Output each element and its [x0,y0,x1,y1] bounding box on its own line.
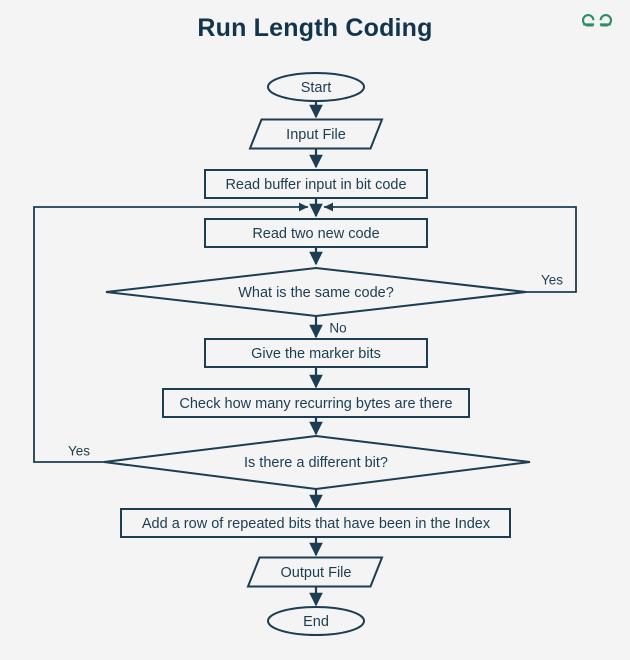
node-end-label: End [303,614,329,630]
node-input-file[interactable]: Input File [248,118,384,150]
node-decision-same-code[interactable]: What is the same code? [105,266,527,318]
process-rect-shape [204,338,428,368]
node-end[interactable]: End [267,606,365,636]
page-title: Run Length Coding [197,14,433,42]
node-give-marker-bits[interactable]: Give the marker bits [204,338,428,368]
process-rect-shape [120,508,511,538]
node-decision-different-bit[interactable]: Is there a different bit? [103,434,531,491]
edge-label-yes-right: Yes [541,273,563,288]
node-read-two-new-code-label: Read two new code [252,226,379,242]
decision-diamond-shape [103,434,531,491]
process-rect-shape [204,169,428,199]
node-give-marker-bits-label: Give the marker bits [251,346,381,362]
io-parallelogram-shape [248,118,384,150]
node-output-file-label: Output File [281,565,352,581]
node-decision-same-code-label: What is the same code? [238,285,394,301]
node-read-buffer-label: Read buffer input in bit code [225,177,406,193]
node-read-two-new-code[interactable]: Read two new code [204,218,428,248]
node-check-recurring-bytes[interactable]: Check how many recurring bytes are there [162,388,470,418]
decision-diamond-shape [105,266,527,318]
node-input-file-label: Input File [286,127,346,143]
terminator-shape [267,606,365,636]
process-rect-shape [162,388,470,418]
node-check-recurring-bytes-label: Check how many recurring bytes are there [179,396,452,412]
terminator-shape [267,72,365,102]
node-read-buffer[interactable]: Read buffer input in bit code [204,169,428,199]
loop-path-yes-right [324,202,577,293]
process-rect-shape [204,218,428,248]
io-parallelogram-shape [246,556,384,588]
node-decision-different-bit-label: Is there a different bit? [244,455,388,471]
loop-path-yes-left [33,202,308,463]
geeksforgeeks-logo [581,14,613,27]
node-start-label: Start [301,80,332,96]
node-output-file[interactable]: Output File [246,556,384,588]
edge-label-no: No [329,321,346,336]
node-add-row[interactable]: Add a row of repeated bits that have bee… [120,508,511,538]
node-start[interactable]: Start [267,72,365,102]
edge-label-yes-left: Yes [68,444,90,459]
node-add-row-label: Add a row of repeated bits that have bee… [142,516,491,532]
